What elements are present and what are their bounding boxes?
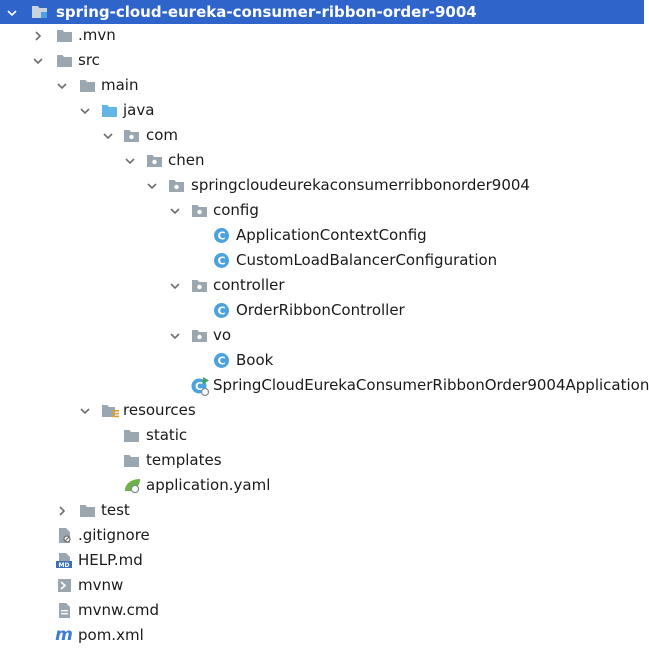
tree-row-app[interactable]: C SpringCloudEurekaConsumerRibbonOrder90… [0, 373, 649, 398]
chevron-down-icon[interactable] [4, 0, 20, 25]
text-file-icon [56, 602, 73, 619]
tree-row-mvnw[interactable]: mvnw [0, 573, 644, 598]
tree-row-customlb[interactable]: C CustomLoadBalancerConfiguration [0, 248, 644, 273]
folder-icon [79, 502, 96, 519]
tree-label-resources: resources [123, 401, 196, 419]
shell-script-icon [56, 577, 73, 594]
ignore-file-icon [56, 527, 73, 544]
tree-row-book[interactable]: C Book [0, 348, 644, 373]
package-icon [123, 127, 140, 144]
tree-row-vo[interactable]: vo [0, 323, 644, 348]
chevron-down-icon[interactable] [30, 48, 46, 73]
tree-label-gitignore: .gitignore [78, 526, 150, 544]
chevron-right-icon[interactable] [54, 498, 70, 523]
svg-text:C: C [217, 355, 225, 368]
tree-label-mvn: .mvn [78, 26, 116, 44]
tree-label-main: main [101, 76, 139, 94]
chevron-down-icon[interactable] [144, 173, 160, 198]
package-icon [146, 152, 163, 169]
chevron-down-icon[interactable] [77, 98, 93, 123]
svg-text:C: C [217, 305, 225, 318]
tree-label-orderctrl: OrderRibbonController [236, 301, 405, 319]
tree-row-templates[interactable]: templates [0, 448, 644, 473]
folder-icon [123, 452, 140, 469]
chevron-down-icon[interactable] [77, 398, 93, 423]
tree-row-java[interactable]: java [0, 98, 644, 123]
spring-yaml-icon [123, 477, 140, 494]
svg-text:C: C [195, 380, 203, 393]
module-folder-icon [31, 3, 48, 20]
tree-label-java: java [123, 101, 155, 119]
tree-label-mvnw: mvnw [78, 576, 124, 594]
tree-row-static[interactable]: static [0, 423, 644, 448]
tree-label-config: config [213, 201, 259, 219]
tree-row-config[interactable]: config [0, 198, 644, 223]
tree-row-com[interactable]: com [0, 123, 644, 148]
chevron-down-icon[interactable] [54, 73, 70, 98]
tree-row-chen[interactable]: chen [0, 148, 644, 173]
tree-label-appyaml: application.yaml [146, 476, 271, 494]
maven-icon: m [55, 625, 73, 645]
folder-icon [56, 52, 73, 69]
tree-label-appctx: ApplicationContextConfig [236, 226, 427, 244]
markdown-file-icon: MD [56, 552, 73, 569]
svg-text:MD: MD [59, 562, 70, 569]
spring-boot-class-icon: C [191, 377, 210, 397]
source-folder-icon [101, 102, 118, 119]
tree-row-main[interactable]: main [0, 73, 644, 98]
tree-row-resources[interactable]: resources [0, 398, 644, 423]
tree-label-book: Book [236, 351, 274, 369]
tree-label-test: test [101, 501, 130, 519]
tree-row-appctx[interactable]: C ApplicationContextConfig [0, 223, 644, 248]
java-class-icon: C [213, 227, 230, 244]
tree-label-templates: templates [146, 451, 222, 469]
tree-label-com: com [146, 126, 179, 144]
folder-icon [79, 77, 96, 94]
tree-row-mvnwcmd[interactable]: mvnw.cmd [0, 598, 644, 623]
tree-row-test[interactable]: test [0, 498, 644, 523]
chevron-down-icon[interactable] [167, 323, 183, 348]
tree-label-root: spring-cloud-eureka-consumer-ribbon-orde… [56, 3, 477, 21]
java-class-icon: C [213, 252, 230, 269]
tree-label-static: static [146, 426, 188, 444]
tree-row-package[interactable]: springcloudeurekaconsumerribbonorder9004 [0, 173, 644, 198]
tree-row-gitignore[interactable]: .gitignore [0, 523, 644, 548]
tree-row-orderctrl[interactable]: C OrderRibbonController [0, 298, 644, 323]
tree-row-controller[interactable]: controller [0, 273, 644, 298]
chevron-right-icon[interactable] [30, 23, 46, 48]
chevron-down-icon[interactable] [100, 123, 116, 148]
tree-row-appyaml[interactable]: application.yaml [0, 473, 644, 498]
tree-label-chen: chen [168, 151, 205, 169]
tree-row-help[interactable]: MD HELP.md [0, 548, 644, 573]
package-icon [191, 202, 208, 219]
tree-row-mvn[interactable]: .mvn [0, 23, 644, 48]
tree-label-mvnwcmd: mvnw.cmd [78, 601, 160, 619]
package-icon [191, 277, 208, 294]
tree-label-controller: controller [213, 276, 285, 294]
tree-row-root[interactable]: spring-cloud-eureka-consumer-ribbon-orde… [0, 0, 644, 24]
tree-label-customlb: CustomLoadBalancerConfiguration [236, 251, 498, 269]
tree-label-vo: vo [213, 326, 232, 344]
package-icon [168, 177, 185, 194]
tree-label-src: src [78, 51, 100, 69]
resources-folder-icon [101, 402, 119, 419]
tree-label-app: SpringCloudEurekaConsumerRibbonOrder9004… [213, 376, 649, 394]
folder-icon [123, 427, 140, 444]
chevron-down-icon[interactable] [167, 273, 183, 298]
tree-row-pom[interactable]: m pom.xml [0, 623, 644, 648]
svg-text:m: m [55, 625, 73, 645]
svg-text:C: C [217, 230, 225, 243]
tree-label-package: springcloudeurekaconsumerribbonorder9004 [191, 176, 530, 194]
package-icon [191, 327, 208, 344]
svg-text:C: C [217, 255, 225, 268]
folder-icon [56, 27, 73, 44]
java-class-icon: C [213, 302, 230, 319]
tree-label-pom: pom.xml [78, 626, 144, 644]
chevron-down-icon[interactable] [122, 148, 138, 173]
java-class-icon: C [213, 352, 230, 369]
chevron-down-icon[interactable] [167, 198, 183, 223]
tree-row-src[interactable]: src [0, 48, 644, 73]
tree-label-help: HELP.md [78, 551, 143, 569]
